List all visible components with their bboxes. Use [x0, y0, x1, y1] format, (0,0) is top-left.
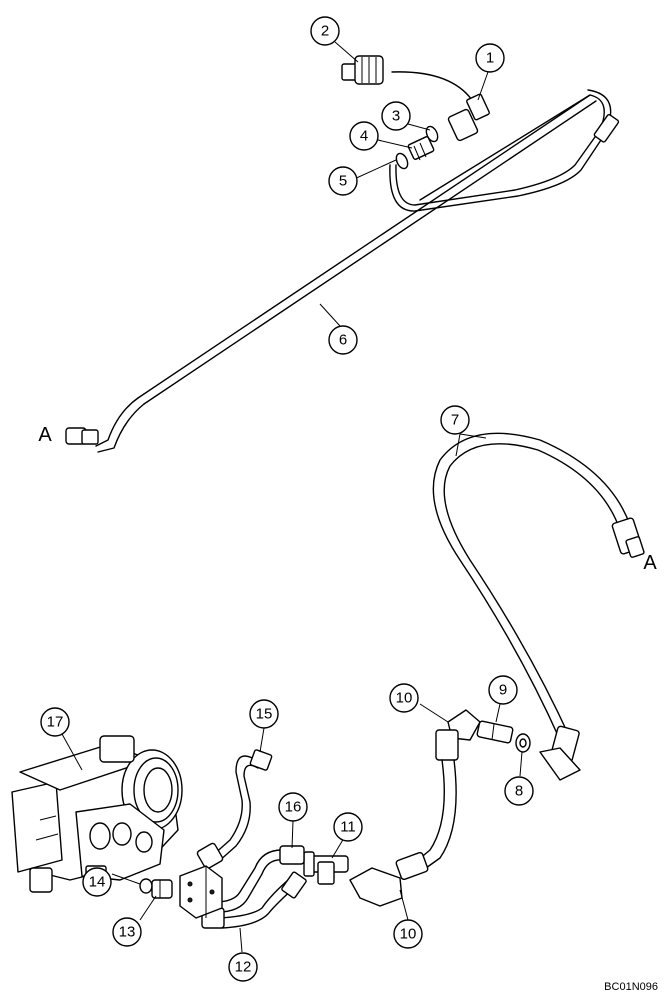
callout-10-lower-label: 10	[400, 926, 417, 943]
callout-12: 12	[228, 952, 258, 982]
callout-14-label: 14	[89, 874, 106, 891]
callout-10-upper: 10	[389, 683, 419, 713]
part-5-o-ring	[395, 152, 409, 170]
callout-8: 8	[504, 776, 534, 806]
callout-7: 7	[440, 405, 470, 435]
part-2-quick-coupler	[341, 55, 473, 101]
callout-16-label: 15	[256, 706, 273, 723]
part-15-tube	[214, 845, 305, 913]
callout-2-label: 2	[321, 23, 329, 40]
callout-13: 13	[112, 917, 142, 947]
callout-2: 2	[310, 16, 340, 46]
part-9-adapter	[476, 720, 514, 744]
part-16-tube	[196, 749, 273, 870]
callout-5: 5	[328, 166, 358, 196]
callout-9-label: 9	[499, 682, 507, 699]
callout-6-label: 6	[339, 332, 347, 349]
reference-code: BC01N096	[604, 981, 658, 993]
callout-3-label: 3	[392, 108, 400, 125]
callout-5-label: 5	[339, 173, 347, 190]
callout-15-label: 16	[285, 799, 302, 816]
part-1-coupler-fitting	[447, 93, 490, 142]
callout-17: 17	[40, 707, 70, 737]
callout-15: 16	[278, 792, 308, 822]
connection-label-a-right: A	[643, 552, 657, 574]
part-4-adapter	[407, 136, 435, 161]
callout-4-label: 4	[360, 128, 368, 145]
connection-label-a-left: A	[38, 424, 52, 446]
callout-4: 4	[349, 121, 379, 151]
callout-9: 9	[488, 675, 518, 705]
callout-16: 15	[249, 699, 279, 729]
part-8-nut	[515, 733, 531, 753]
callout-1-label: 1	[486, 50, 494, 67]
callout-11: 11	[333, 812, 363, 842]
part-10-elbow-lower	[349, 851, 429, 907]
callout-17-label: 17	[47, 714, 64, 731]
part-10-elbow-upper	[417, 709, 481, 869]
part-13-fitting	[151, 879, 173, 899]
callout-11-label: 11	[340, 819, 356, 836]
callout-10-upper-label: 10	[396, 690, 413, 707]
part-14-o-ring	[139, 878, 153, 894]
part-11-tee-fitting	[303, 851, 349, 885]
callout-14: 14	[82, 867, 112, 897]
callout-12-label: 12	[235, 959, 252, 976]
callout-7-label: 7	[451, 412, 459, 429]
part-17-hydraulic-pump	[11, 735, 183, 893]
leader-lines	[61, 41, 523, 953]
callout-13-label: 13	[119, 924, 136, 941]
callout-1: 1	[475, 43, 505, 73]
callout-6: 6	[328, 325, 358, 355]
part-6-steel-tube	[65, 89, 620, 453]
callout-10-lower: 10	[393, 919, 423, 949]
part-7-hydraulic-hose	[432, 432, 645, 781]
callout-8-label: 8	[515, 783, 523, 800]
part-12-tube	[201, 871, 307, 929]
valve-block	[179, 865, 223, 919]
callout-3: 3	[381, 101, 411, 131]
